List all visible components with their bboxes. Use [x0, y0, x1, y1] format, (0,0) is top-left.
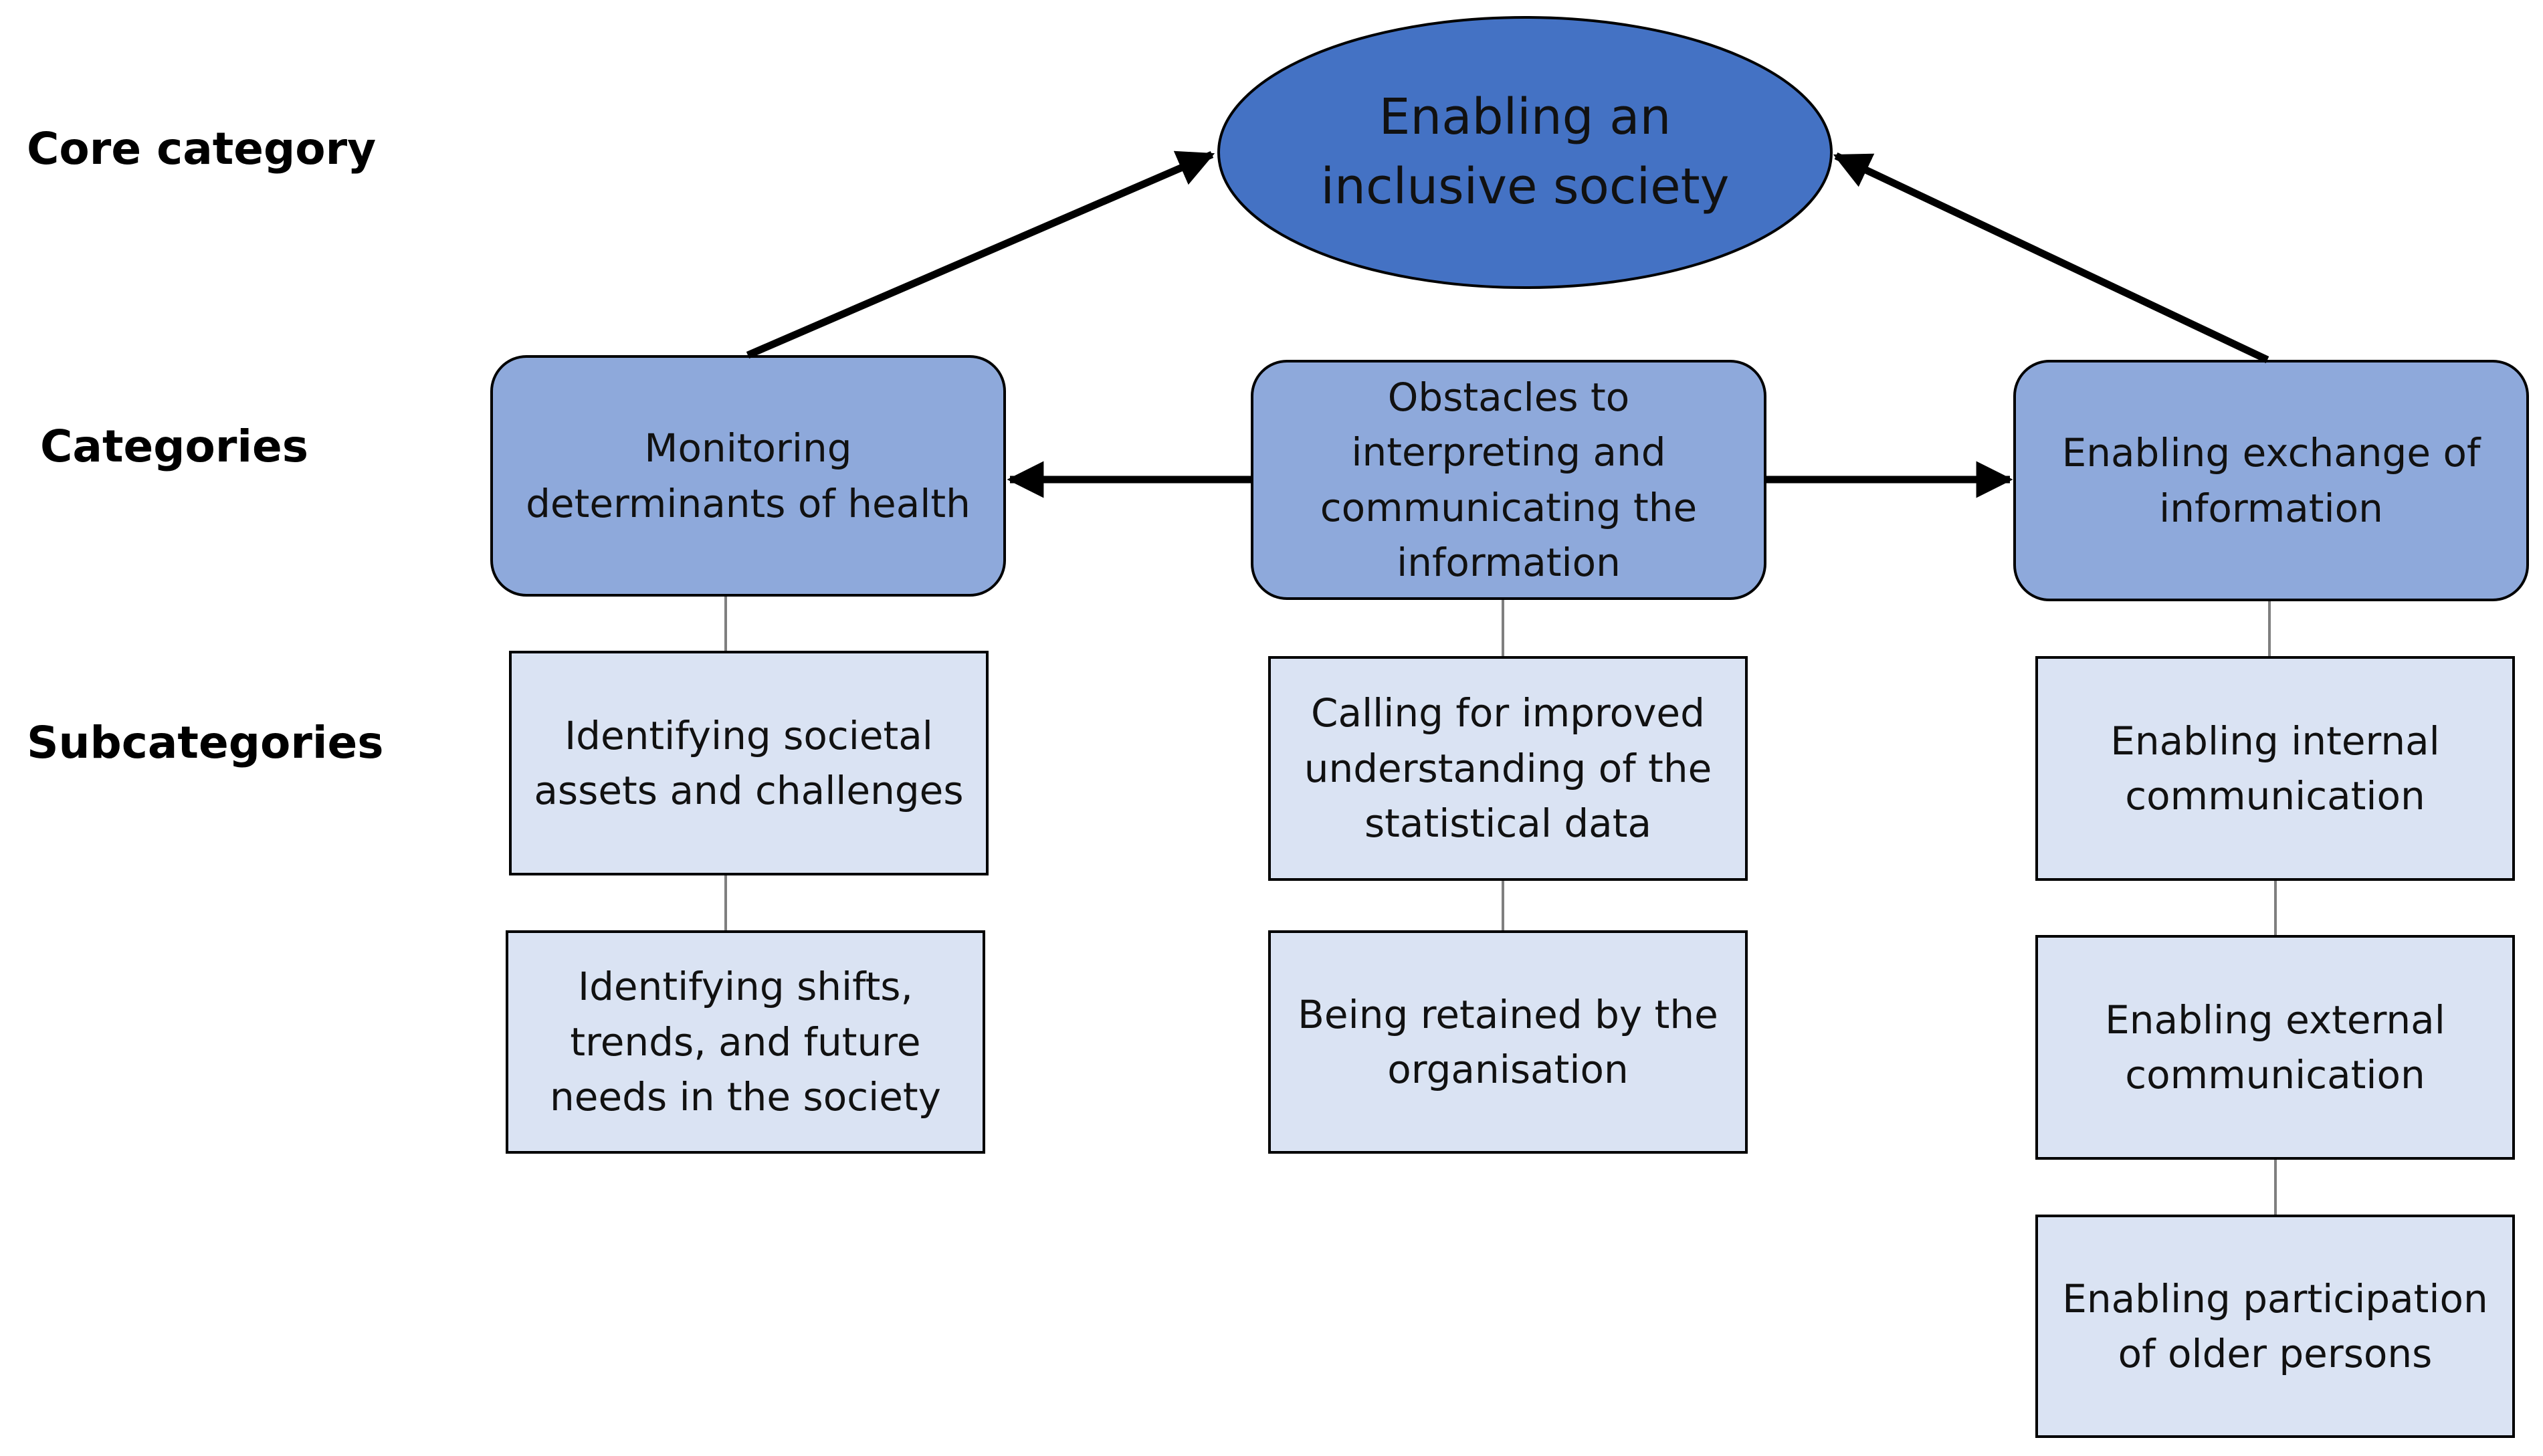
subcategory-node-3-2 [2035, 935, 2515, 1160]
subcategory-label-3-2: Enabling external communication [2105, 997, 2445, 1098]
subcategory-node-3-1 [2035, 656, 2515, 881]
category-node-3 [2013, 360, 2529, 601]
category-label-2: Obstacles to interpreting and communicat… [1320, 374, 1698, 585]
subcategory-node-2-2 [1268, 930, 1748, 1154]
subcategory-label-1-1: Identifying societal assets and challeng… [534, 712, 964, 813]
category-node-1 [490, 355, 1006, 597]
subcategory-node-1-2 [506, 930, 985, 1154]
category-label-3: Enabling exchange of information [2061, 430, 2481, 531]
row-label-subcategories: Subcategories [27, 717, 384, 768]
subcategory-label-3-3: Enabling participation of older persons [2062, 1275, 2488, 1376]
subcategory-label-2-1: Calling for improved understanding of th… [1304, 690, 1712, 847]
arrow-cat1-to-core [746, 150, 1215, 359]
subcategory-label-1-2: Identifying shifts, trends, and future n… [550, 964, 941, 1120]
arrow-cat3-to-core [1833, 152, 2269, 363]
subcategory-node-1-1 [509, 651, 989, 875]
core-category-node [1217, 16, 1833, 289]
subcategory-node-3-3 [2035, 1215, 2515, 1438]
subcategory-label-3-1: Enabling internal communication [2110, 718, 2440, 819]
category-label-1: Monitoring determinants of health [526, 425, 971, 526]
core-category-label: Enabling an inclusive society [1320, 88, 1730, 215]
row-label-categories: Categories [40, 421, 309, 472]
row-label-core-category: Core category [27, 123, 377, 175]
subcategory-label-2-2: Being retained by the organisation [1298, 991, 1718, 1092]
subcategory-node-2-1 [1268, 656, 1748, 881]
